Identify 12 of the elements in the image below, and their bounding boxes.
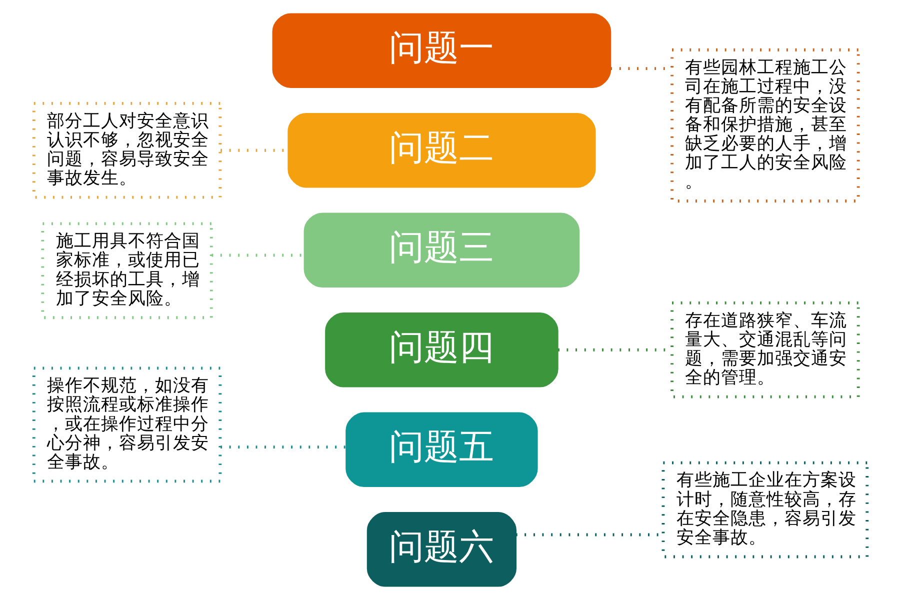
node-box: 问题四 (324, 312, 558, 388)
node-box: 问题六 (366, 512, 516, 587)
node-box: 问题二 (287, 112, 596, 188)
node-box: 问题五 (345, 412, 538, 488)
node-box: 问题三 (303, 212, 580, 288)
node-box: 操作不规范，如没有按照流程或标准操作，或在操作过程中分心分神，容易引发安全事故。 (32, 366, 222, 483)
node-box: 部分工人对安全意识认识不够，忽视安全问题，容易导致安全事故发生。 (32, 102, 222, 199)
node-box: 有些施工企业在方案设计时，随意性较高，存在安全隐患，容易引发安全事故。 (661, 461, 868, 558)
node-box: 施工用具不符合国家标准，或使用已经损坏的工具，增加了安全风险。 (40, 222, 212, 320)
node-box: 问题一 (272, 13, 611, 88)
node-box: 存在道路狭窄、车流量大、交通混乱等问题，需要加强交通安全的管理。 (670, 301, 860, 398)
node-box: 有些园林工程施工公司在施工过程中，没有配备所需的安全设备和保护措施，甚至缺乏必要的人手，增加了工人的安全风险。 (670, 48, 860, 202)
